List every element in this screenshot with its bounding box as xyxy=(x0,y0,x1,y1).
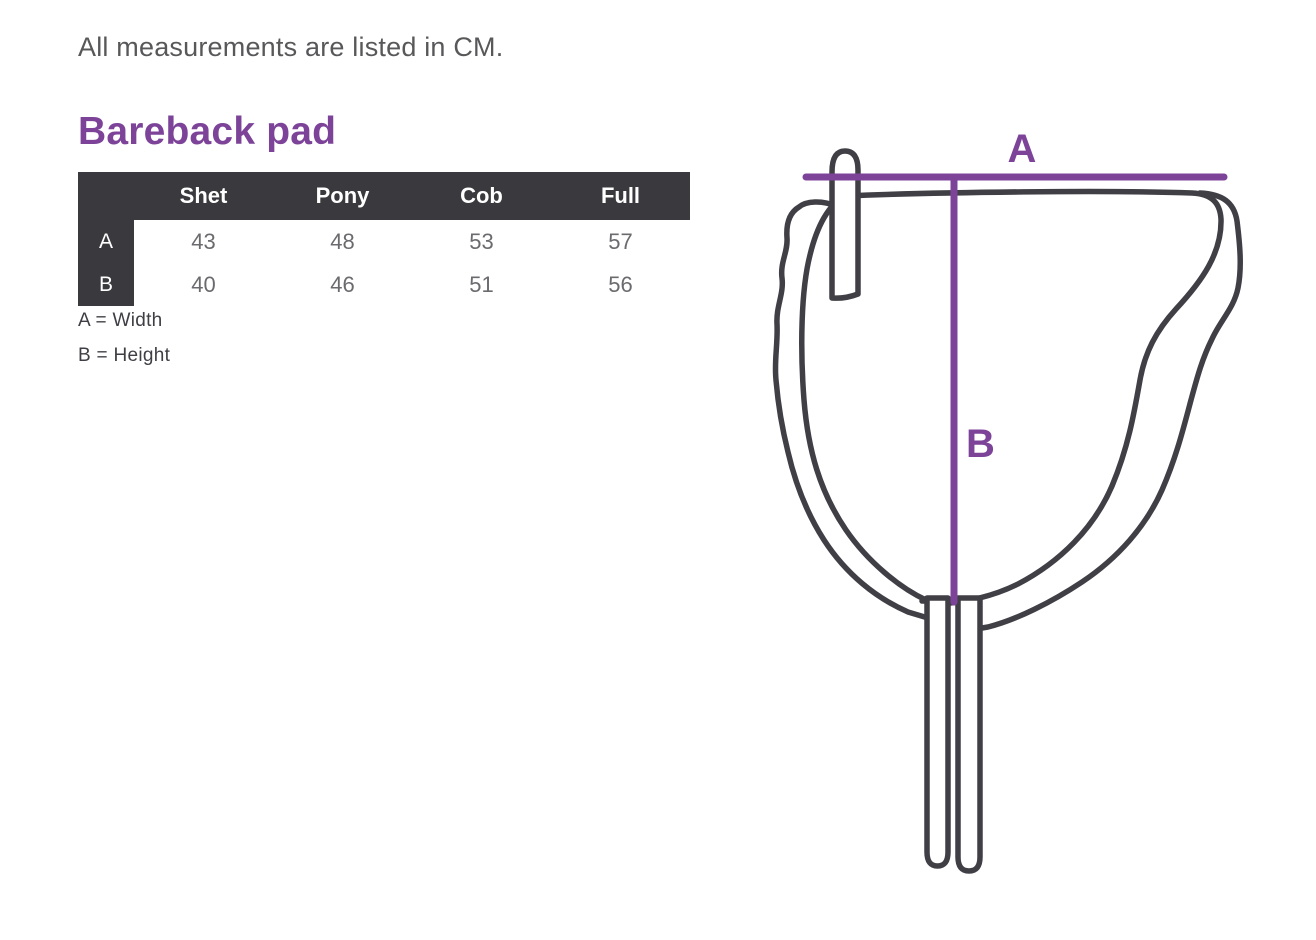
girth-strap-right xyxy=(955,595,983,874)
table-cell-b-pony: 46 xyxy=(330,271,355,297)
bareback-pad-diagram: A B xyxy=(772,127,1243,874)
pad-inner-outline xyxy=(799,188,1224,606)
table-cell-a-shet: 43 xyxy=(191,228,216,254)
table-cell-a-cob: 53 xyxy=(469,228,494,254)
product-title: Bareback pad xyxy=(78,110,337,153)
pad-outer-edge-right xyxy=(979,190,1243,631)
handle-strap xyxy=(829,148,861,301)
girth-strap-left xyxy=(924,595,951,869)
measure-label-a: A xyxy=(1008,127,1037,171)
size-table: Shet Pony Cob Full A 43 48 53 57 B 40 46… xyxy=(78,172,690,306)
table-cell-b-shet: 40 xyxy=(191,271,216,297)
table-corner-cell xyxy=(78,172,134,220)
measurements-note: All measurements are listed in CM. xyxy=(78,32,504,62)
legend-width: A = Width xyxy=(78,310,163,331)
column-header-cob: Cob xyxy=(412,172,551,220)
pad-outer-edge-left xyxy=(772,199,931,621)
table-cell-a-pony: 48 xyxy=(330,228,355,254)
table-cell-b-cob: 51 xyxy=(469,271,494,297)
measure-label-b: B xyxy=(966,422,995,466)
column-header-pony: Pony xyxy=(273,172,412,220)
row-label-a: A xyxy=(78,220,134,263)
column-header-full: Full xyxy=(551,172,690,220)
column-header-shet: Shet xyxy=(134,172,273,220)
measurement-legend: A = Width B = Height xyxy=(78,310,170,380)
row-label-b: B xyxy=(78,263,134,306)
legend-height: B = Height xyxy=(78,345,171,366)
table-cell-a-full: 57 xyxy=(608,228,633,254)
table-cell-b-full: 56 xyxy=(608,271,633,297)
